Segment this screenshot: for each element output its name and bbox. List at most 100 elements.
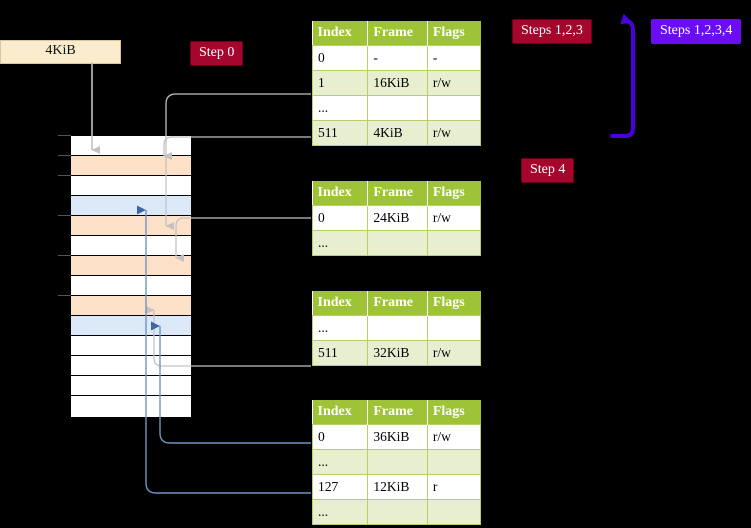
table-row: 1 16KiB r/w (311, 70, 482, 96)
cell-index: ... (311, 230, 369, 256)
cell-flags (426, 499, 482, 525)
table-row: ... (311, 95, 482, 121)
cell-frame (367, 315, 428, 341)
column-header-index: Index (312, 291, 369, 316)
table-row: ... (311, 315, 482, 341)
memory-tick (58, 255, 71, 256)
cell-frame (367, 449, 428, 475)
cell-flags: r/w (426, 340, 482, 366)
cell-index: 0 (311, 45, 369, 71)
table-row: 127 12KiB r (311, 474, 482, 500)
table-row: ... (311, 449, 482, 475)
memory-tick (58, 215, 71, 216)
wire-steps-1234-arrow (620, 13, 635, 31)
cell-frame: - (367, 45, 428, 71)
table-row: 0 24KiB r/w (311, 205, 482, 231)
memory-cell (71, 216, 191, 236)
badge-step-0: Step 0 (190, 41, 244, 66)
cell-flags: - (426, 45, 482, 71)
cell-frame: 12KiB (367, 474, 428, 500)
memory-cell (71, 396, 191, 417)
memory-cell (71, 176, 191, 196)
physical-memory-grid (70, 135, 192, 418)
memory-tick (58, 295, 71, 296)
badge-steps-123-label: Steps 1,2,3 (521, 23, 583, 38)
badge-steps-1234-label: Steps 1,2,3,4 (660, 23, 733, 38)
cell-flags: r/w (426, 424, 482, 450)
column-header-flags: Flags (427, 181, 481, 206)
page-table-pdpt: Index Frame Flags 0 24KiB r/w ... (311, 180, 482, 257)
cell-frame (367, 499, 428, 525)
cell-index: 1 (311, 70, 369, 96)
column-header-flags: Flags (427, 400, 481, 425)
column-header-index: Index (312, 181, 369, 206)
column-header-flags: Flags (427, 21, 481, 46)
table-row: 0 - - (311, 45, 482, 71)
cell-index: ... (311, 449, 369, 475)
frame-4kib-label: 4KiB (45, 43, 76, 58)
table-header-row: Index Frame Flags (312, 181, 481, 206)
badge-steps-1234: Steps 1,2,3,4 (651, 19, 742, 44)
badge-step-4: Step 4 (521, 158, 575, 183)
memory-tick (58, 175, 71, 176)
memory-tick (58, 155, 71, 156)
cell-flags (426, 230, 482, 256)
cell-frame: 4KiB (367, 120, 428, 146)
table-row: ... (311, 230, 482, 256)
column-header-index: Index (312, 400, 369, 425)
wire-pdpt-0-to-frame (175, 217, 311, 246)
memory-cell (71, 336, 191, 356)
table-row-highlighted: 511 4KiB r/w (311, 120, 482, 146)
table-header-row: Index Frame Flags (312, 291, 481, 316)
badge-step-4-label: Step 4 (530, 162, 566, 177)
badge-steps-123: Steps 1,2,3 (512, 19, 592, 44)
memory-cell (71, 316, 191, 336)
column-header-index: Index (312, 21, 369, 46)
memory-cell (71, 296, 191, 316)
cell-frame: 36KiB (367, 424, 428, 450)
cell-index: 511 (311, 120, 369, 146)
table-row: 511 32KiB r/w (311, 340, 482, 366)
cell-frame (367, 95, 428, 121)
memory-cell (71, 236, 191, 256)
cell-frame: 32KiB (367, 340, 428, 366)
cell-frame (367, 230, 428, 256)
cell-index: 0 (311, 424, 369, 450)
table-row: 0 36KiB r/w (311, 424, 482, 450)
memory-cell (71, 196, 191, 216)
cell-index: 511 (311, 340, 369, 366)
cell-frame: 16KiB (367, 70, 428, 96)
cell-index: ... (311, 499, 369, 525)
frame-4kib-box: 4KiB (0, 40, 121, 64)
cell-flags (426, 315, 482, 341)
page-table-pd: Index Frame Flags ... 511 32KiB r/w (311, 290, 482, 367)
column-header-frame: Frame (367, 21, 428, 46)
memory-cell (71, 156, 191, 176)
cell-flags (426, 95, 482, 121)
cell-index: ... (311, 315, 369, 341)
cell-index: ... (311, 95, 369, 121)
cell-flags: r/w (426, 205, 482, 231)
cell-flags: r/w (426, 70, 482, 96)
table-header-row: Index Frame Flags (312, 21, 481, 46)
memory-cell (71, 276, 191, 296)
wire-steps-1234-bracket (610, 28, 635, 138)
page-table-pt: Index Frame Flags 0 36KiB r/w ... 127 (311, 399, 482, 526)
table-row: ... (311, 499, 482, 525)
memory-cell (71, 356, 191, 376)
page-table-pml4: Index Frame Flags 0 - - 1 16KiB r/w ... (311, 20, 482, 147)
memory-cell (71, 376, 191, 396)
badge-step-0-label: Step 0 (199, 45, 235, 60)
cell-flags: r/w (426, 120, 482, 146)
column-header-frame: Frame (367, 291, 428, 316)
column-header-flags: Flags (427, 291, 481, 316)
table-header-row: Index Frame Flags (312, 400, 481, 425)
column-header-frame: Frame (367, 400, 428, 425)
cell-flags (426, 449, 482, 475)
cell-flags: r (426, 474, 482, 500)
column-header-frame: Frame (367, 181, 428, 206)
memory-cell (71, 256, 191, 276)
memory-tick (58, 135, 71, 136)
cell-index: 0 (311, 205, 369, 231)
